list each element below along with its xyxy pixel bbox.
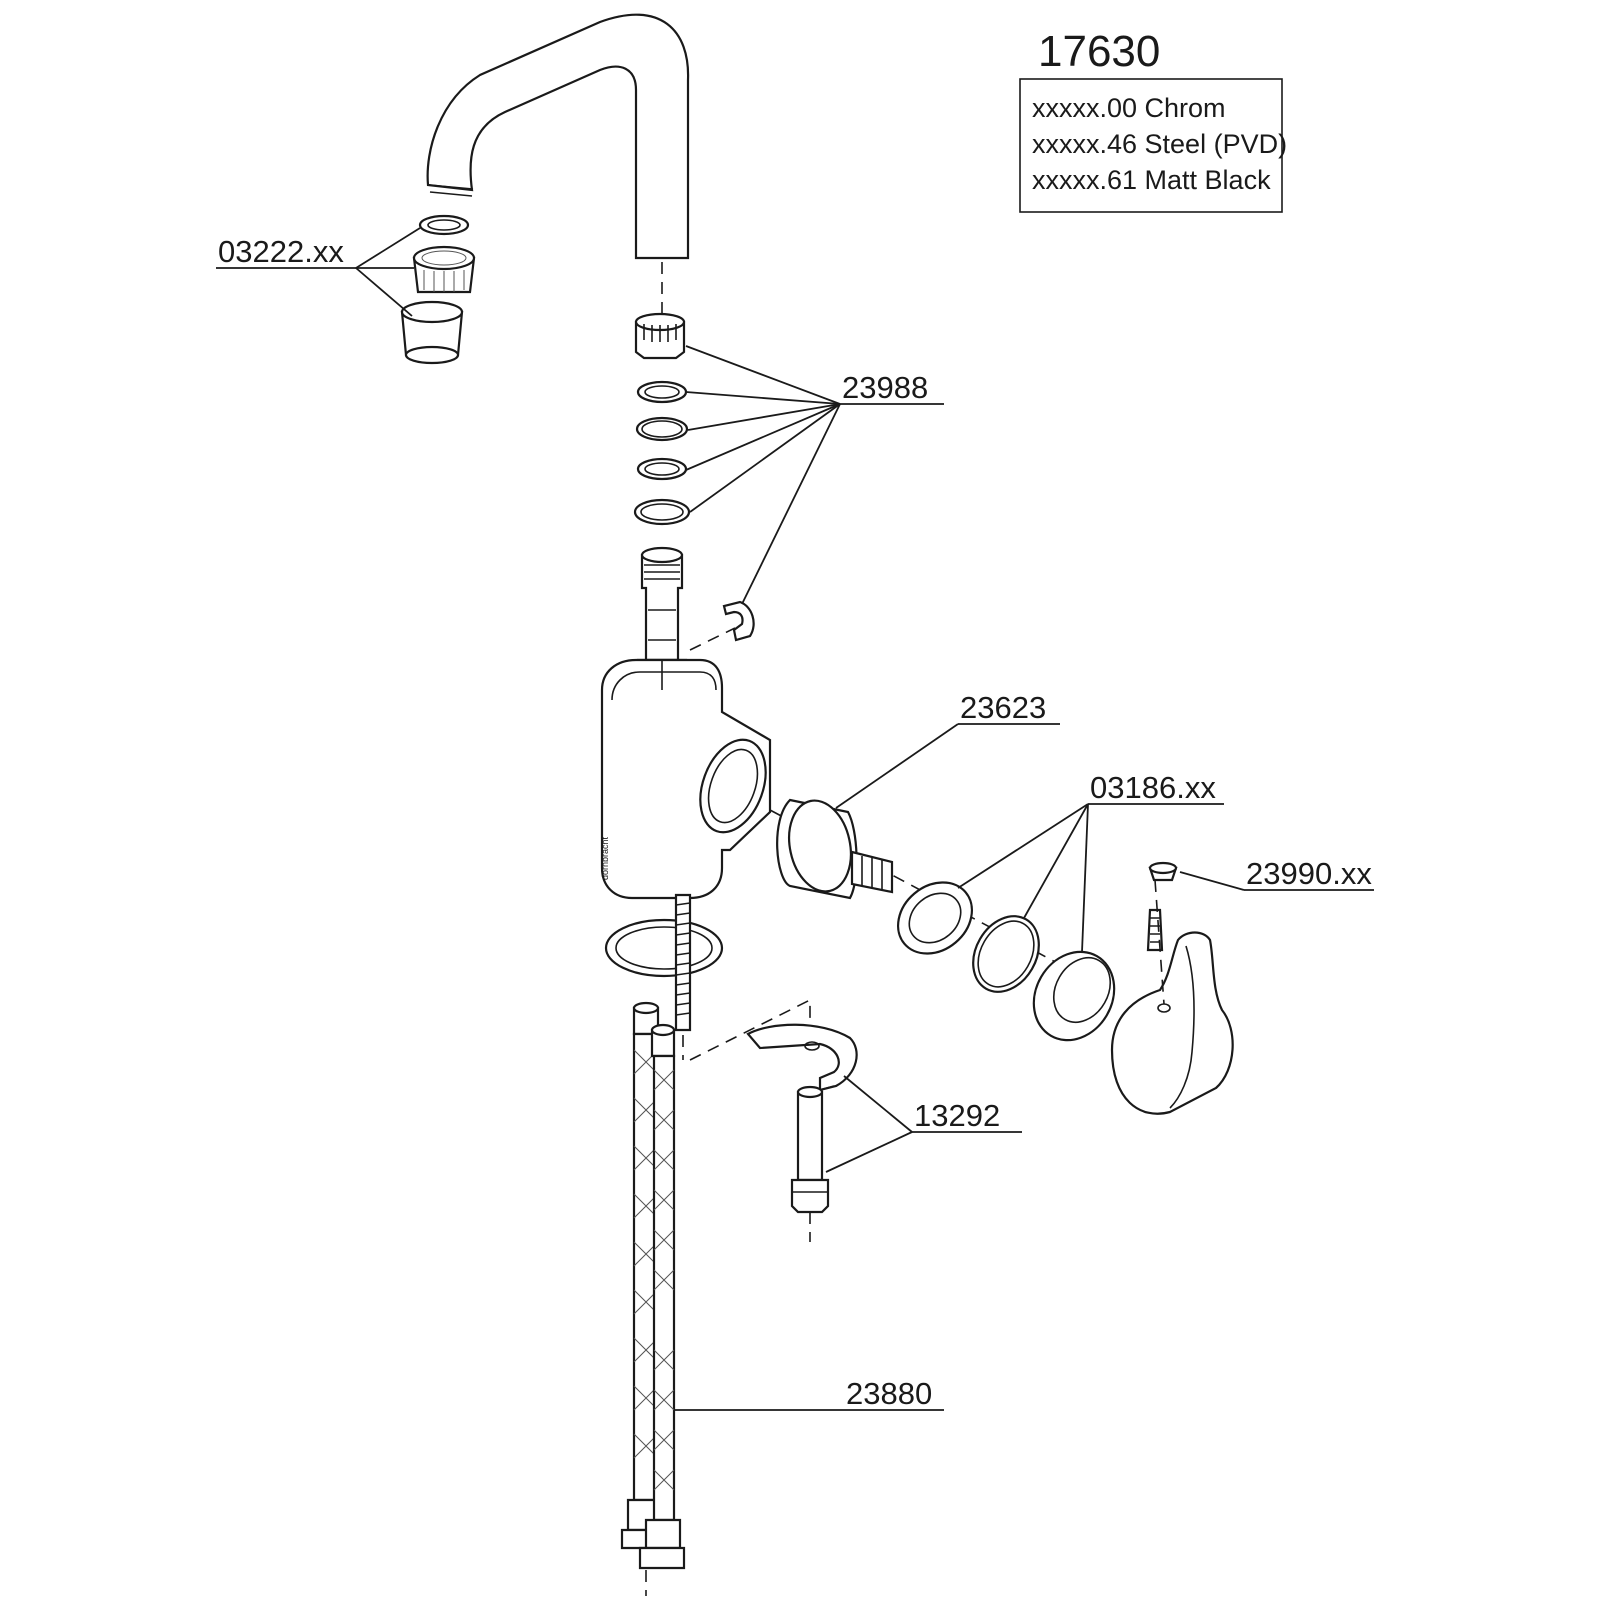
part-number-cap: 23990.xx [1246, 856, 1372, 891]
part-number-nut-set: 03186.xx [1090, 770, 1216, 805]
callout-aerator: 03222.xx [216, 227, 421, 317]
part-number-seal-set: 23988 [842, 370, 928, 405]
part-number-mounting-set: 13292 [914, 1098, 1000, 1133]
callout-cap: 23990.xx [1179, 856, 1374, 891]
callout-mounting-set: 13292 [825, 1075, 1022, 1173]
part-number-hoses: 23880 [846, 1376, 932, 1411]
spout [426, 13, 690, 320]
finish-legend: 17630 xxxxx.00 Chrom xxxxx.46 Steel (PVD… [1019, 27, 1287, 213]
lever-handle [1110, 861, 1234, 1115]
aerator-parts [400, 214, 476, 365]
base-gasket [604, 893, 811, 1061]
cartridge-nut-set [896, 881, 1116, 1042]
mixer-body: dornbracht [600, 658, 1109, 991]
cartridge [776, 798, 894, 900]
legend-item-black: xxxxx.61 Matt Black [1032, 165, 1271, 195]
callout-seal-set: 23988 [685, 345, 944, 605]
brand-mark: dornbracht [600, 836, 610, 880]
seal-set-parts [633, 312, 755, 678]
model-number: 17630 [1038, 27, 1160, 76]
part-number-aerator: 03222.xx [218, 234, 344, 269]
callout-hoses: 23880 [674, 1376, 944, 1411]
legend-item-steel: xxxxx.46 Steel (PVD) [1032, 129, 1287, 159]
supply-hoses [620, 1001, 686, 1596]
part-number-cartridge: 23623 [960, 690, 1046, 725]
callout-cartridge: 23623 [835, 690, 1060, 809]
callout-nut-set: 03186.xx [957, 770, 1224, 953]
mounting-set [746, 1023, 858, 1242]
legend-item-chrom: xxxxx.00 Chrom [1032, 93, 1226, 123]
legend-box [1019, 78, 1283, 213]
